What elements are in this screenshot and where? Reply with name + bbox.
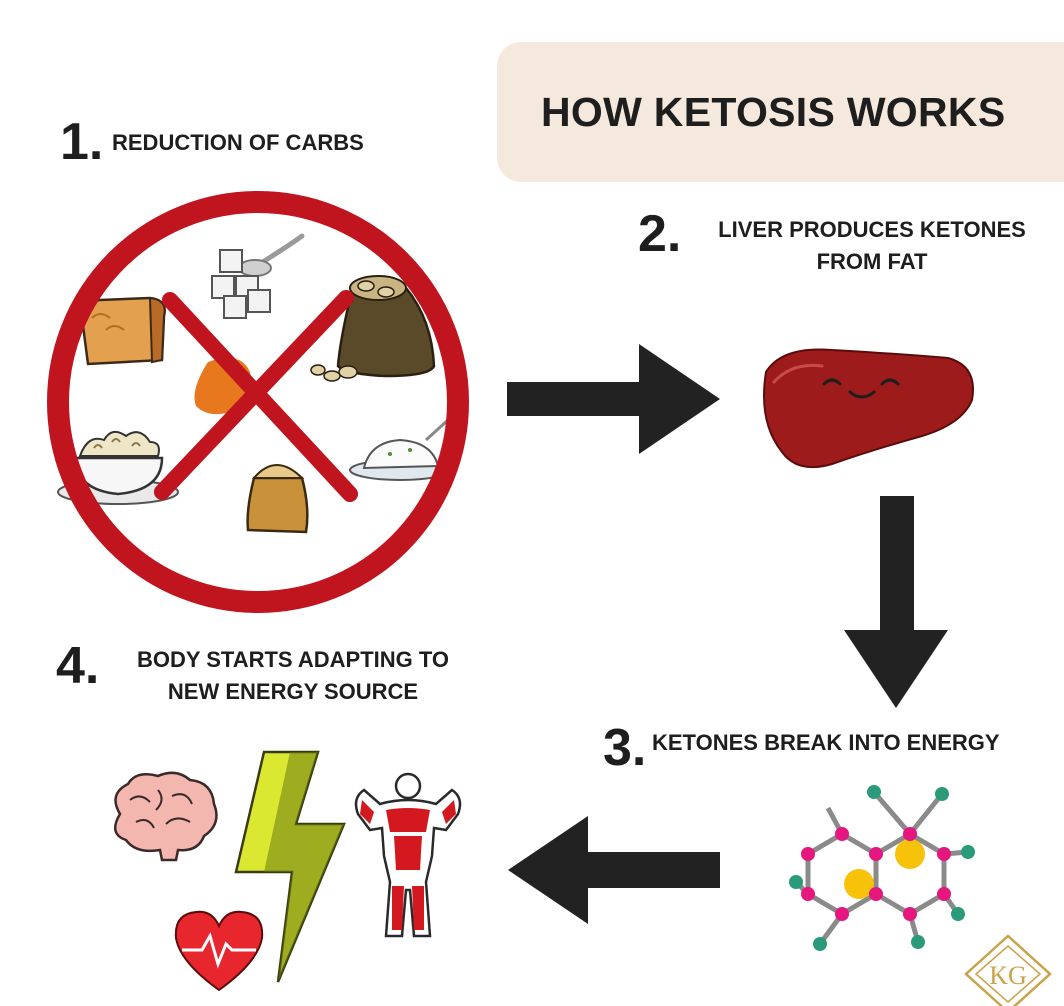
step-1-label-line-1: REDUCTION OF CARBS (112, 130, 364, 155)
step-3-label-line-1: KETONES BREAK INTO ENERGY (652, 730, 1000, 755)
step-3-number: 3. (603, 719, 647, 777)
step-2-number: 2. (638, 205, 682, 263)
arrow-left-icon (508, 816, 720, 924)
step-4-number: 4. (56, 637, 100, 695)
heart-icon (174, 910, 264, 992)
bread-icon (80, 296, 166, 366)
liver-icon (763, 348, 974, 468)
rice-plate-icon (349, 418, 451, 481)
kg-logo-icon: KG (964, 934, 1052, 1006)
potato-sack-icon (310, 275, 436, 382)
no-carbs-sign-icon (47, 191, 469, 613)
step-2-label-line-1: LIVER PRODUCES KETONES (718, 217, 1026, 242)
lightning-bolt-icon (234, 750, 346, 983)
page-title: HOW KETOSIS WORKS (541, 89, 1006, 135)
brain-icon (113, 771, 218, 862)
step-2-label-line-2: FROM FAT (816, 249, 928, 275)
step-4-label-line-1: BODY STARTS ADAPTING TO (136, 647, 450, 672)
molecule-icon (789, 785, 975, 951)
sugar-cubes-icon (211, 233, 305, 319)
arrow-down-icon (844, 496, 948, 708)
flour-sack-icon (246, 464, 309, 534)
step-4-label: BODY STARTS ADAPTING TO NEW ENERGY SOURC… (110, 647, 476, 706)
muscle-man-icon (354, 772, 462, 938)
step-3-label: KETONES BREAK INTO ENERGY (652, 730, 1000, 756)
step-2-label: LIVER PRODUCES KETONES FROM FAT (692, 217, 1052, 276)
title-banner: HOW KETOSIS WORKS (497, 42, 1064, 182)
kg-logo-text: KG (989, 961, 1027, 990)
step-4-label-line-2: NEW ENERGY SOURCE (167, 679, 419, 705)
arrow-right-icon (507, 344, 720, 454)
step-1-label: REDUCTION OF CARBS (112, 130, 364, 156)
step-1-number: 1. (60, 113, 104, 171)
